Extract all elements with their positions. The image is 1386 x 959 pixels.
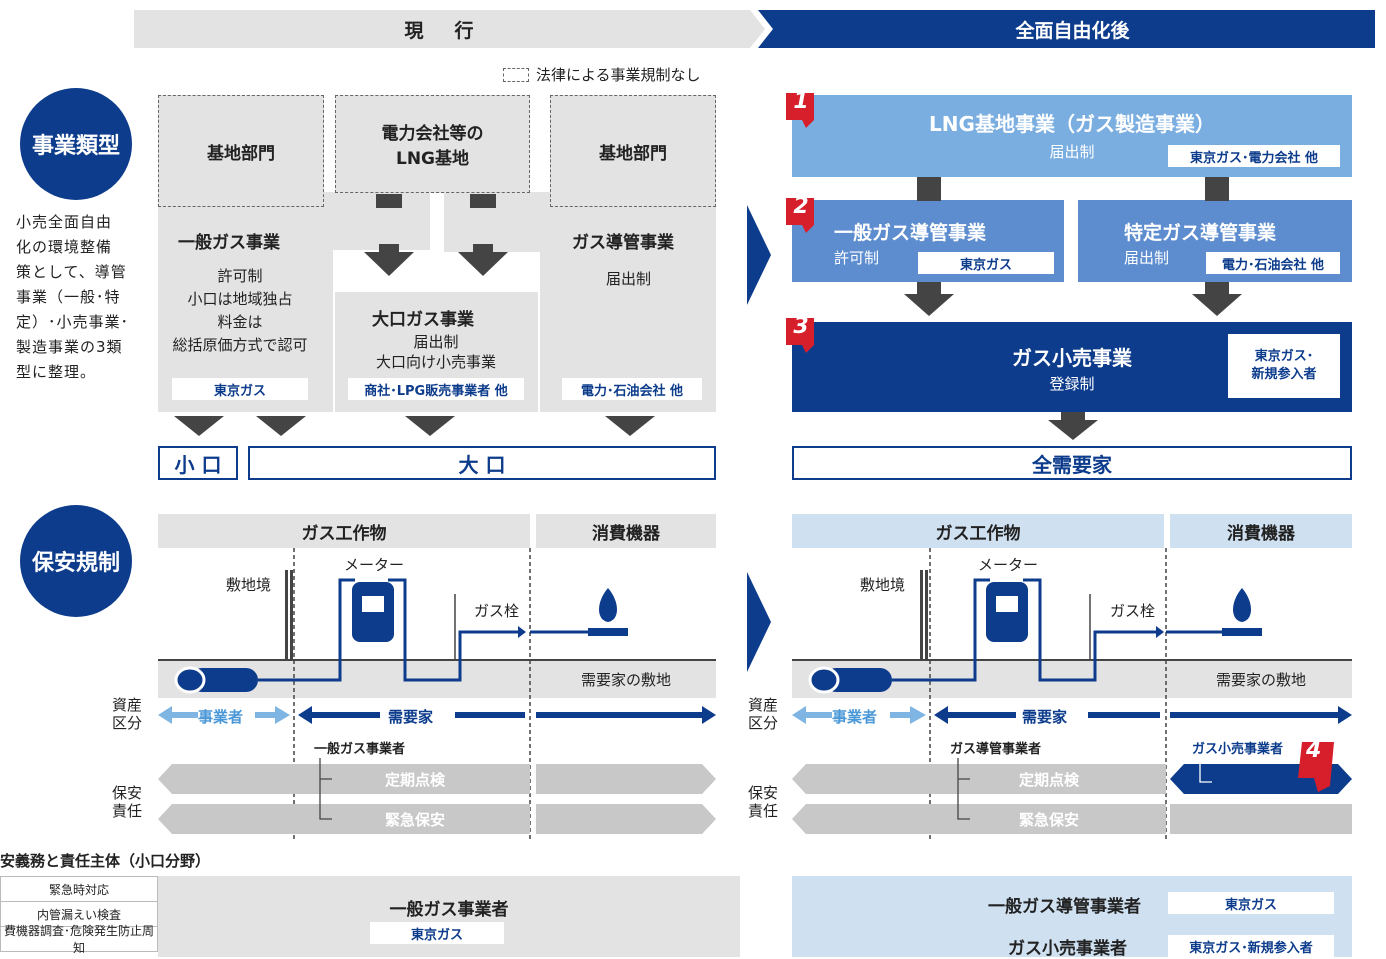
flag-4: 4 (1306, 738, 1322, 763)
current-ooguchi-box: 大 口 (248, 446, 716, 480)
asset-label-left: 資産区分 (112, 696, 143, 732)
section-business-type: 事業類型 (20, 88, 132, 200)
after-tokutei-title: 特定ガス導管事業 (1124, 222, 1277, 244)
periodic-left: 定期点検 (384, 770, 445, 789)
header-current: 現 行 (404, 19, 480, 42)
side-note: 小売全面自由化の環境整備策として、導管事業（一般･特定）･小売事業･製造事業の3… (16, 213, 130, 381)
transition-arrows (747, 205, 771, 672)
current-koguchi: 小 口 (158, 446, 238, 480)
current-kichi-right: 基地部門 (550, 95, 716, 207)
current-kichi-left: 基地部門 (158, 95, 324, 207)
resp-label-right: 保安責任 (748, 784, 779, 820)
section-safety-regulation: 保安規制 (20, 505, 132, 617)
after-retail-title: ガス小売事業 (1012, 346, 1132, 370)
premises-label-left: 需要家の敷地 (580, 670, 671, 689)
after-lng-tag: 東京ガス･電力会社 他 (1168, 145, 1340, 167)
after-retail-tag: 東京ガス･新規参入者 (1228, 334, 1340, 398)
after-tokutei-tag: 電力･石油会社 他 (1206, 252, 1340, 274)
table-row: 内管漏えい検査 (0, 901, 158, 926)
table-cur-tag: 東京ガス (370, 922, 504, 944)
resp-label-left: 保安責任 (112, 784, 143, 820)
after-ippan-pipe-sub: 許可制 (834, 249, 880, 267)
boundary-label-left: 敷地境 (226, 576, 272, 594)
after-ippan-pipe-tag: 東京ガス (918, 252, 1054, 274)
asset-operator-left: 事業者 (198, 708, 244, 726)
header-after: 全面自由化後 (1015, 19, 1130, 42)
ippan-operator-label: 一般ガス事業者 (314, 742, 406, 757)
asset-operator-right: 事業者 (832, 708, 878, 726)
safety-appliance-left: 消費機器 (592, 523, 660, 544)
boundary-label-right: 敷地境 (860, 576, 906, 594)
table-after-pipe-tag: 東京ガス (1168, 892, 1334, 914)
table-cur-operator: 一般ガス事業者 (389, 900, 509, 920)
safety-gas-works-right: ガス工作物 (935, 523, 1021, 544)
current-pipe-tag: 電力･石油会社 他 (562, 378, 702, 400)
flag-3: 3 (793, 314, 809, 339)
table-title: 安義務と責任主体（小口分野） (0, 852, 211, 870)
after-arrows (786, 93, 1242, 440)
after-lng-title: LNG基地事業（ガス製造事業） (929, 112, 1215, 136)
dashed-legend-icon (503, 68, 529, 82)
current-ippan-tag: 東京ガス (172, 378, 308, 400)
periodic-right: 定期点検 (1018, 770, 1079, 789)
table-row: 緊急時対応 (0, 876, 158, 901)
current-pipe-line: 届出制 (606, 270, 652, 288)
after-all-demand: 全需要家 (792, 446, 1352, 480)
legend-text: 法律による事業規制なし (536, 66, 701, 84)
meter-label-left: メーター (344, 556, 405, 574)
after-retail-sub: 登録制 (1049, 375, 1095, 393)
flag-1: 1 (793, 89, 809, 114)
asset-label-right: 資産区分 (748, 696, 779, 732)
pipe-operator-label: ガス導管事業者 (950, 742, 1042, 757)
emergency-right: 緊急保安 (1018, 810, 1079, 829)
valve-label-left: ガス栓 (474, 602, 520, 620)
table-after-retail-tag: 東京ガス･新規参入者 (1168, 935, 1334, 957)
current-ooguchi-lines: 届出制大口向け小売事業 (375, 333, 496, 371)
safety-diagram (158, 514, 1352, 840)
asset-customer-right: 需要家 (1022, 708, 1068, 726)
emergency-left: 緊急保安 (384, 810, 445, 829)
premises-label-right: 需要家の敷地 (1215, 670, 1306, 689)
table-row: 費機器調査･危険発生防止周知 (0, 924, 158, 955)
header-bar (134, 10, 1375, 48)
after-tokutei-sub: 届出制 (1124, 249, 1170, 267)
meter-label-right: メーター (978, 556, 1039, 574)
table-after-pipe: 一般ガス導管事業者 (988, 897, 1141, 917)
table-after-retail: ガス小売事業者 (1008, 939, 1127, 959)
current-ippan-lines: 許可制小口は地域独占料金は総括原価方式で認可 (172, 267, 308, 354)
flag-2: 2 (793, 194, 809, 219)
retail-operator-label: ガス小売事業者 (1192, 742, 1284, 757)
safety-gas-works-left: ガス工作物 (301, 523, 387, 544)
current-ippan-title: 一般ガス事業 (178, 233, 280, 253)
current-ooguchi-tag: 商社･LPG販売事業者 他 (348, 378, 524, 400)
valve-label-right: ガス栓 (1110, 602, 1156, 620)
table-rows: 緊急時対応 内管漏えい検査 費機器調査･危険発生防止周知 (0, 876, 158, 955)
asset-customer-left: 需要家 (388, 708, 434, 726)
current-pipe-title: ガス導管事業 (572, 233, 674, 253)
current-arrows (174, 194, 655, 436)
after-ippan-pipe-title: 一般ガス導管事業 (834, 222, 987, 244)
current-ooguchi-title: 大口ガス事業 (372, 310, 474, 330)
after-lng-sub: 届出制 (1049, 143, 1095, 161)
safety-appliance-right: 消費機器 (1227, 523, 1295, 544)
